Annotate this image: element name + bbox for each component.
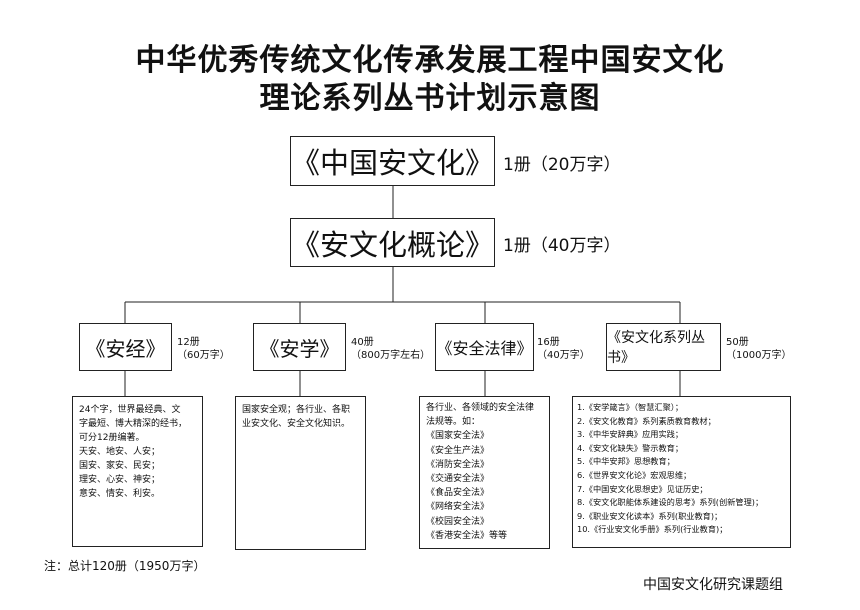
desc-line: 1.《安学箴言》（智慧汇聚）；: [577, 402, 684, 412]
second-book-note: 1册（40万字）: [503, 236, 621, 256]
desc-line: 国安、家安、民安；: [79, 461, 161, 471]
desc-line: 7.《中国安文化思想史》见证历史；: [577, 483, 708, 494]
desc-line: 《国家安全法》: [426, 431, 490, 442]
total-footnote: 注：总计120册（1950万字）: [44, 559, 206, 573]
branch-label: 《安学》: [259, 336, 340, 361]
desc-line: 《交通安全法》: [426, 474, 490, 485]
diagram-title-line1: 中华优秀传统文化传承发展工程中国安文化: [135, 43, 725, 78]
branch-label: 《安全法律》: [436, 339, 533, 358]
branch-box-anxue: 《安学》: [253, 323, 346, 371]
top-book-box: 《中国安文化》: [290, 136, 495, 186]
desc-line: 法规等。如：: [426, 417, 481, 428]
top-book-label: 《中国安文化》: [291, 146, 495, 180]
desc-line: 《安全生产法》: [426, 445, 490, 456]
desc-line: 24个字，世界最经典、文: [79, 405, 181, 415]
branch-box-anjing: 《安经》: [79, 323, 172, 371]
branch-note-count: 12册: [177, 337, 200, 348]
desc-line: 《校园安全法》: [426, 516, 490, 527]
desc-line: 理安、心安、神安；: [79, 475, 161, 485]
desc-line: 各行业、各领域的安全法律: [426, 403, 535, 413]
branch-note-words: （1000万字）: [726, 350, 792, 361]
branch-note-words: （40万字）: [537, 350, 590, 361]
desc-line: 9.《职业安文化读本》系列(职业教育)；: [577, 510, 723, 521]
second-book-label: 《安文化概论》: [291, 227, 495, 262]
branch-box-anquanfalv: 《安全法律》: [435, 323, 534, 371]
desc-line: 天安、地安、人安；: [79, 447, 161, 457]
desc-line: 国家安全观；各行业、各职: [242, 405, 351, 415]
desc-line: 5.《中华安邦》思想教育；: [577, 456, 675, 467]
branch-desc-anwenhua-series: 1.《安学箴言》（智慧汇聚）； 2.《安文化教育》系列素质教育教材； 3.《中华…: [572, 396, 791, 548]
author-signature: 中国安文化研究课题组: [643, 577, 783, 593]
desc-line: 8.《安文化职能体系建设的思考》系列(创新管理)；: [577, 497, 764, 508]
diagram-title-line2: 理论系列丛书计划示意图: [259, 81, 601, 116]
desc-line: 2.《安文化教育》系列素质教育教材；: [577, 415, 716, 426]
branch-note-words: （800万字左右）: [351, 350, 431, 361]
desc-line: 4.《安文化缺失》警示教育；: [577, 442, 684, 453]
top-book-note: 1册（20万字）: [503, 155, 621, 175]
desc-line: 《网络安全法》: [426, 502, 490, 513]
branch-note-count: 16册: [537, 337, 560, 348]
desc-line: 《香港安全法》等等: [426, 530, 508, 541]
desc-line: 《食品安全法》: [426, 488, 490, 499]
branch-label: 《安文化系列丛书》: [607, 330, 705, 366]
branch-label: 《安经》: [85, 336, 166, 361]
desc-line: 意安、情安、利安。: [79, 489, 161, 499]
branch-note-words: （60万字）: [177, 350, 230, 361]
desc-line: 可分12册编著。: [79, 433, 145, 443]
desc-line: 业安文化、安全文化知识。: [242, 419, 351, 429]
branch-desc-anquanfalv: 各行业、各领域的安全法律 法规等。如： 《国家安全法》 《安全生产法》 《消防安…: [419, 396, 550, 549]
desc-line: 10.《行业安文化手册》系列(行业教育)；: [577, 524, 728, 535]
branch-desc-anjing: 24个字，世界最经典、文 字最短、博大精深的经书， 可分12册编著。 天安、地安…: [72, 396, 203, 547]
desc-line: 3.《中华安辞典》应用实践；: [577, 429, 684, 440]
branch-box-anwenhua-series: 《安文化系列丛书》: [606, 323, 721, 371]
branch-desc-anxue: 国家安全观；各行业、各职 业安文化、安全文化知识。: [235, 396, 366, 550]
branch-note-count: 50册: [726, 337, 749, 348]
second-book-box: 《安文化概论》: [290, 218, 495, 267]
desc-line: 6.《世界安文化论》宏观思维；: [577, 469, 692, 480]
desc-line: 字最短、博大精深的经书，: [79, 419, 188, 429]
desc-line: 《消防安全法》: [426, 459, 490, 470]
branch-note-count: 40册: [351, 337, 374, 348]
